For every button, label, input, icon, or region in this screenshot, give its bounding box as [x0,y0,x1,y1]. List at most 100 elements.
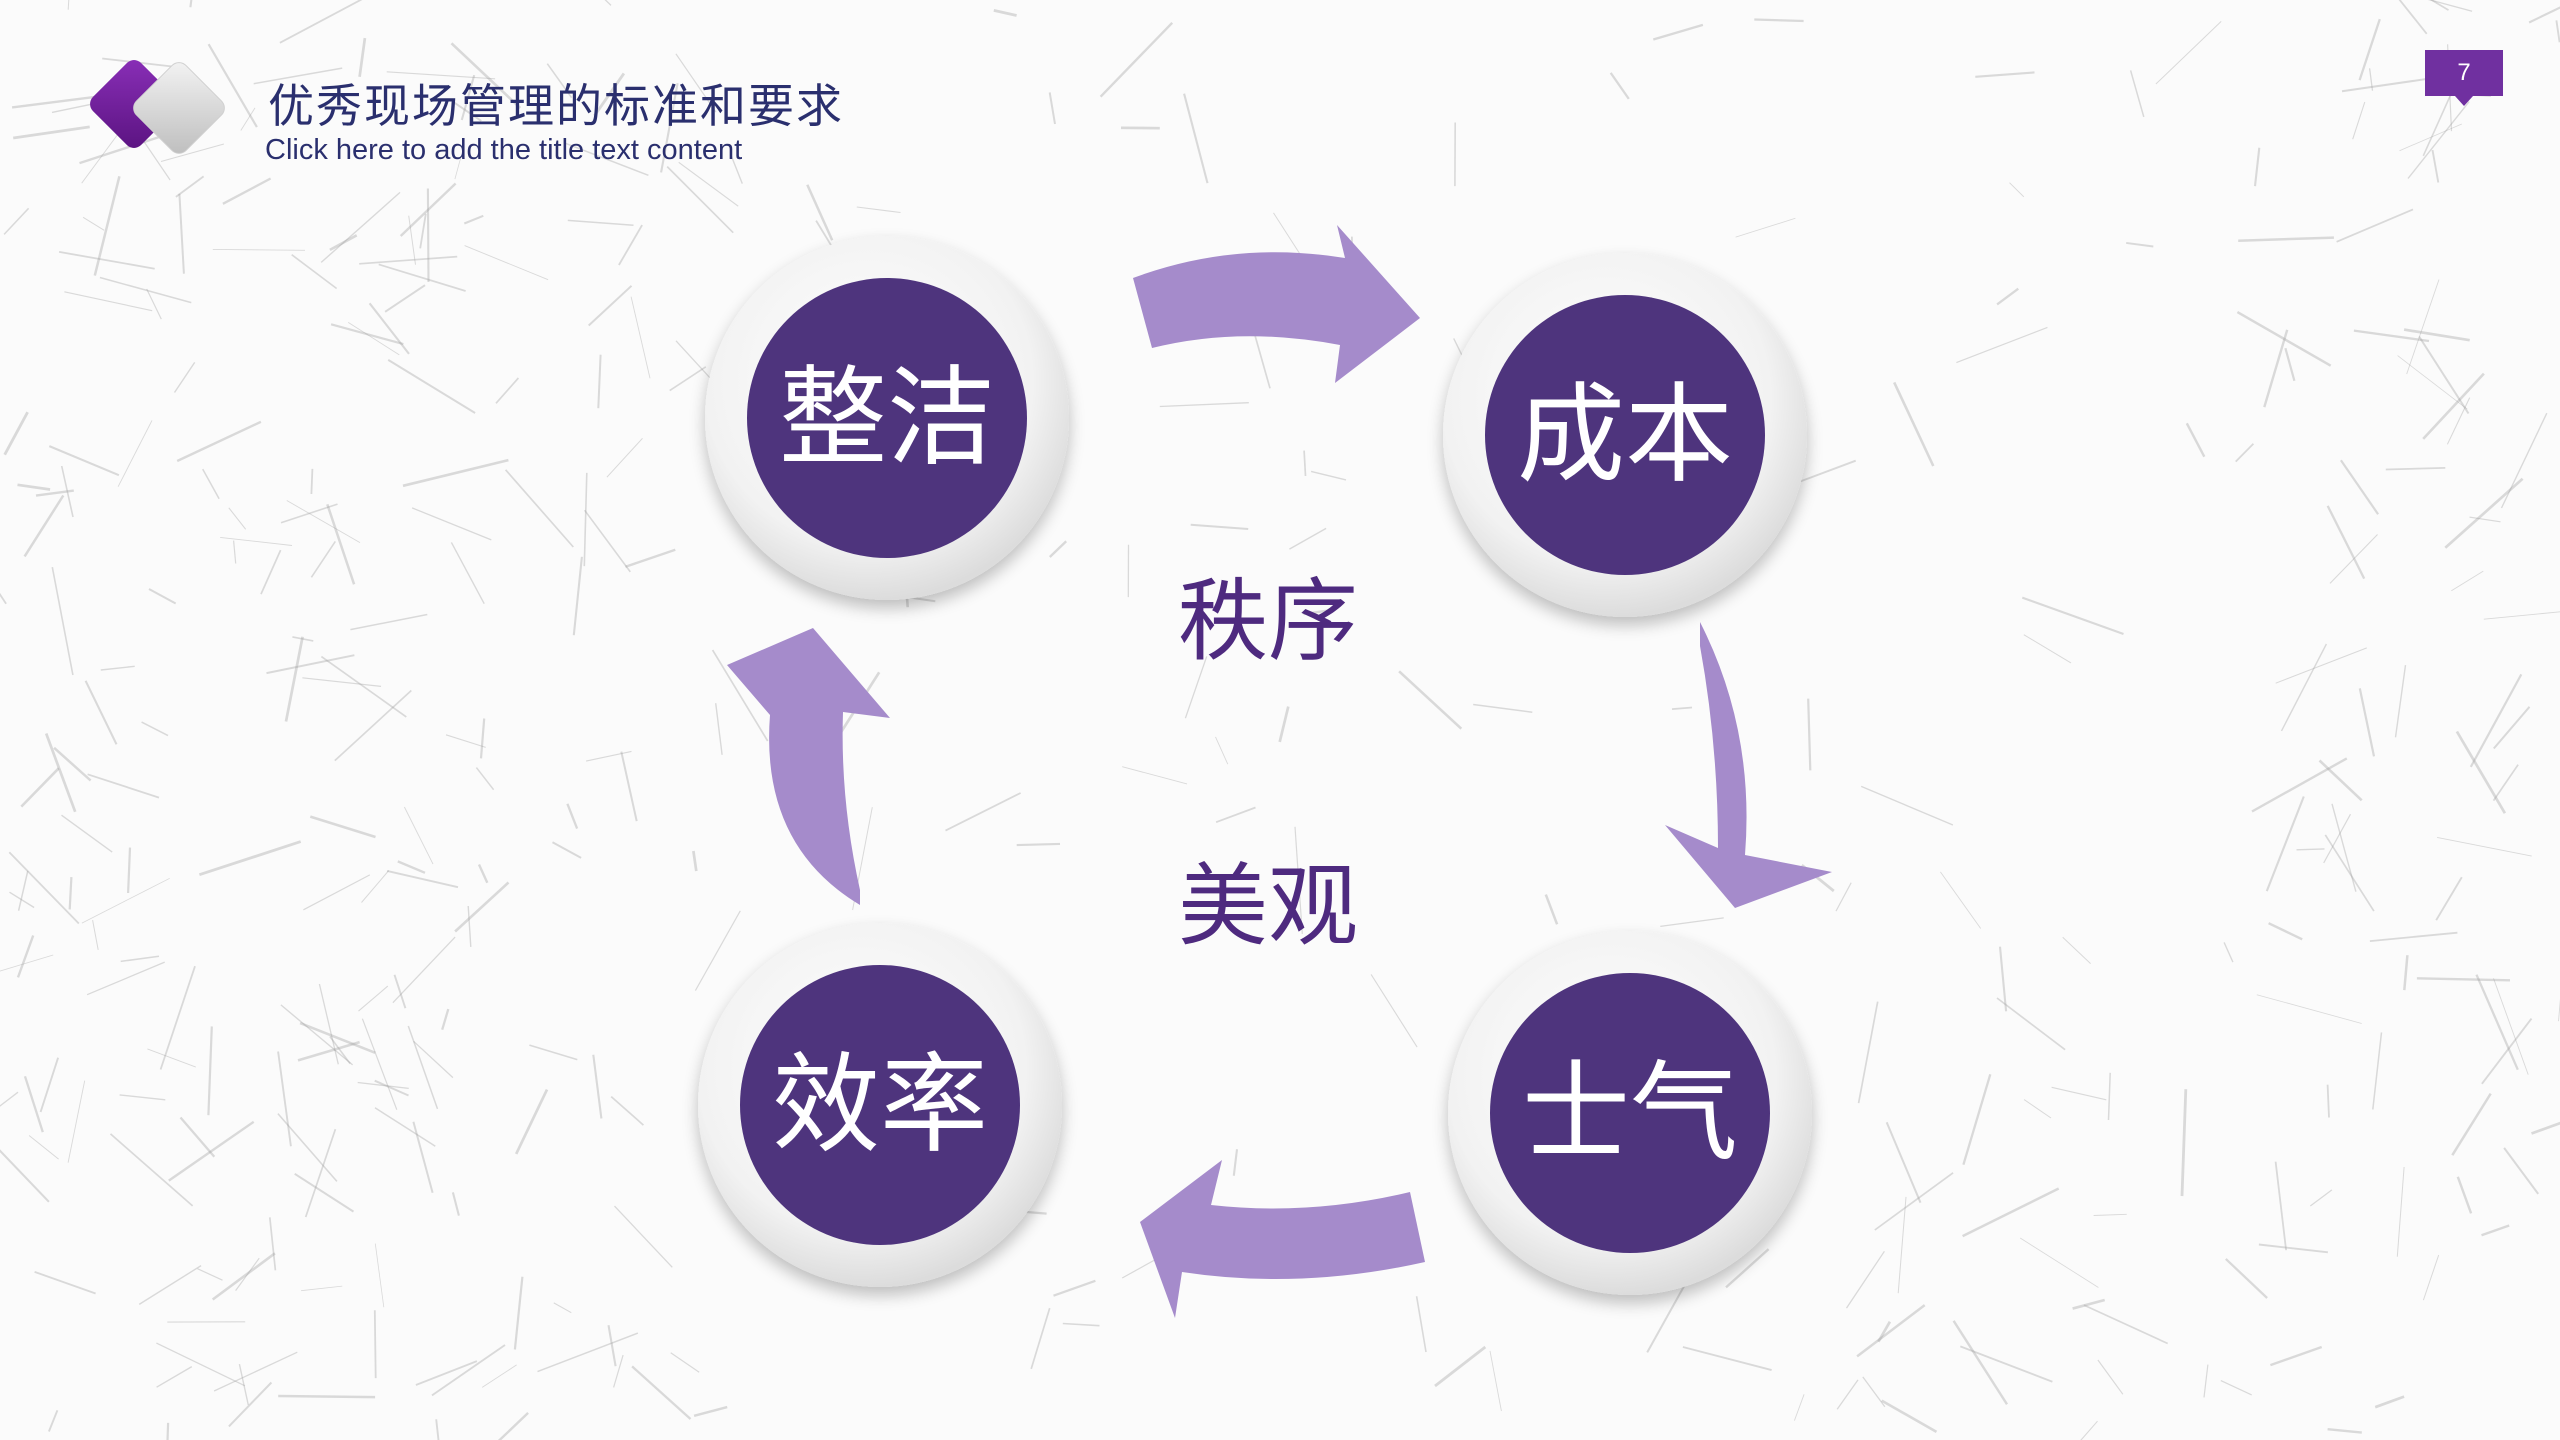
cycle-node-4: 效率 [698,923,1062,1287]
texture-scratch [2558,998,2560,1022]
texture-scratch [392,936,456,1004]
texture-scratch [329,234,358,252]
texture-scratch [384,284,426,313]
texture-scratch [2353,329,2430,343]
texture-scratch [411,507,492,541]
texture-scratch [117,420,153,487]
texture-scratch [3,411,29,456]
texture-scratch [2469,673,2523,768]
texture-scratch [2072,1298,2106,1310]
texture-scratch [1725,1248,1770,1289]
texture-scratch [513,1276,524,1350]
texture-scratch [1215,806,1256,824]
texture-scratch [675,53,717,113]
texture-scratch [692,850,698,872]
texture-scratch [408,215,416,265]
texture-scratch [277,1113,338,1182]
texture-scratch [451,1192,460,1216]
texture-scratch [23,494,65,558]
texture-scratch [207,1026,213,1116]
texture-scratch [454,158,461,180]
texture-scratch [413,1040,454,1079]
texture-scratch [464,245,549,281]
texture-scratch [301,1285,343,1292]
texture-scratch [1370,974,1418,1048]
texture-scratch [2493,978,2529,1075]
texture-scratch [44,733,77,813]
texture-scratch [361,1018,398,1110]
texture-scratch [618,224,643,266]
texture-scratch [318,983,339,1065]
texture-scratch [279,0,363,44]
texture-scratch [583,509,631,573]
texture-scratch [277,1051,292,1147]
texture-scratch [220,536,293,546]
texture-scratch [2341,76,2439,93]
texture-scratch [660,83,679,173]
texture-scratch [16,935,35,978]
texture-scratch [450,42,522,109]
texture-scratch [993,9,1017,17]
texture-scratch [374,1079,409,1097]
texture-scratch [669,366,707,392]
texture-scratch [2397,355,2468,410]
texture-scratch [1310,470,1347,481]
texture-scratch [694,910,741,991]
texture-scratch [67,1080,86,1163]
texture-scratch [567,219,634,226]
texture-scratch [28,1135,59,1160]
texture-scratch [2284,347,2296,382]
texture-scratch [280,1004,354,1066]
texture-scratch [2451,1092,2492,1156]
texture-scratch [412,1121,434,1194]
texture-scratch [2528,6,2560,24]
texture-scratch [2503,1147,2540,1195]
page-subtitle: Click here to add the title text content [265,134,743,166]
texture-scratch [592,1054,603,1119]
texture-scratch [329,1036,351,1065]
texture-scratch [2083,1304,2169,1345]
texture-scratch [715,703,723,755]
texture-scratch [81,877,170,924]
texture-scratch [297,1040,360,1062]
texture-scratch [2180,1089,2188,1197]
texture-scratch [386,869,459,889]
texture-scratch [278,1394,376,1399]
texture-scratch [2396,1166,2405,1257]
texture-scratch [2422,372,2485,440]
texture-scratch [2270,1345,2323,1367]
texture-scratch [175,175,205,198]
texture-scratch [3,207,30,235]
texture-scratch [1062,1322,1100,1327]
texture-scratch [2274,1161,2287,1251]
node-label: 整洁 [779,356,995,481]
texture-scratch [361,870,390,903]
texture-scratch [2492,764,2519,802]
texture-scratch [1807,698,1812,771]
texture-scratch [334,689,412,762]
texture-scratch [2358,18,2381,81]
texture-scratch [450,542,485,605]
texture-scratch [1183,93,1209,184]
texture-scratch [357,1081,409,1090]
texture-scratch [1962,1073,1992,1166]
texture-scratch [1881,1399,1938,1434]
texture-scratch [330,323,404,346]
texture-scratch [2021,596,2124,635]
node-label: 士气 [1522,1051,1738,1176]
texture-scratch [553,1302,572,1314]
texture-scratch [1048,540,1068,558]
texture-scratch [670,1352,700,1373]
texture-scratch [156,1342,246,1387]
texture-scratch [856,206,901,214]
texture-scratch [93,175,121,276]
texture-scratch [294,1172,355,1213]
cycle-node-1: 整洁 [705,236,1069,600]
texture-scratch [141,721,169,737]
texture-scratch [2268,922,2303,941]
texture-scratch [286,500,361,543]
texture-scratch [198,840,302,877]
texture-scratch [2483,611,2560,620]
texture-scratch [373,1310,377,1379]
texture-scratch [2318,759,2363,802]
